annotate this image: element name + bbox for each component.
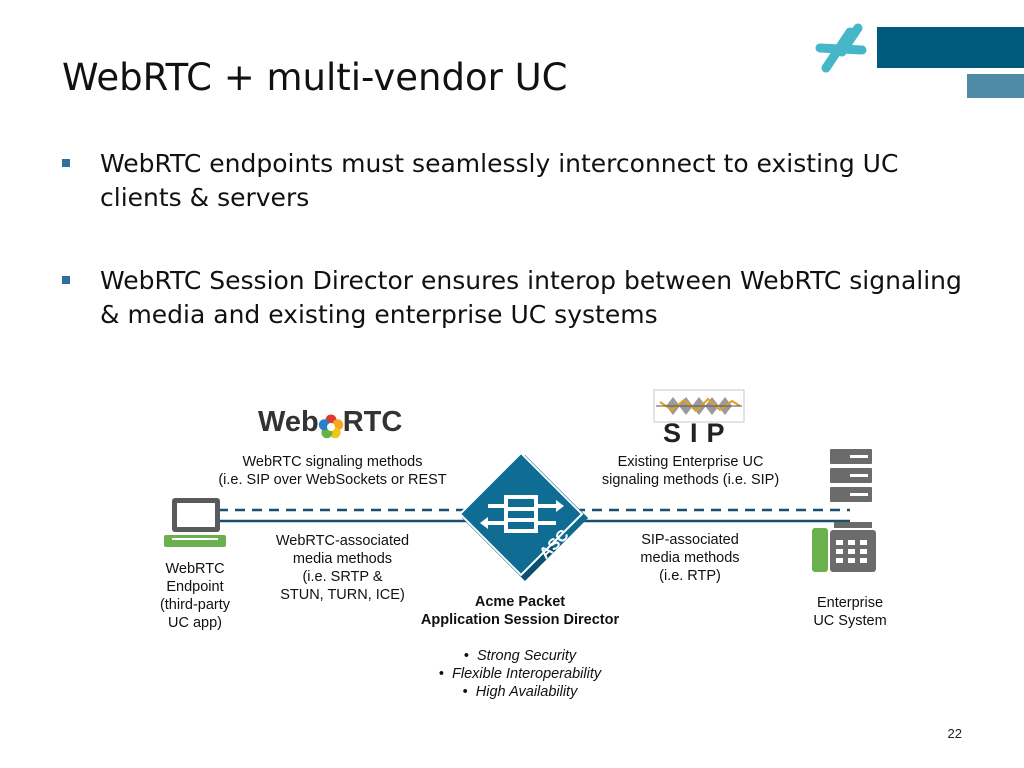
- bullet-square-icon: [62, 276, 70, 284]
- page-number: 22: [947, 726, 962, 741]
- right-media-label: SIP-associated media methods (i.e. RTP): [620, 531, 760, 585]
- label-line: STUN, TURN, ICE): [280, 587, 405, 603]
- feature-item: • Flexible Interoperability: [438, 666, 602, 682]
- brand-asterisk-logo: [815, 23, 867, 73]
- label-line: signaling methods (i.e. SIP): [601, 472, 780, 488]
- label-line: SIP-associated: [641, 532, 739, 548]
- feature-item: • Strong Security: [463, 648, 577, 664]
- feature-item: • High Availability: [462, 684, 578, 700]
- label-line: (third-party: [159, 597, 231, 613]
- endpoint-label: WebRTC Endpoint (third-party UC app): [140, 560, 250, 632]
- director-label: Acme Packet Application Session Director: [380, 593, 660, 629]
- feature-text: High Availability: [475, 684, 578, 700]
- feature-list: • Strong Security • Flexible Interoperab…: [380, 647, 660, 701]
- label-line: Endpoint: [166, 579, 224, 595]
- label-line: Existing Enterprise UC: [617, 454, 764, 470]
- slide-title: WebRTC + multi-vendor UC: [62, 56, 568, 99]
- laptop-icon: [164, 498, 226, 547]
- label-line: media methods: [292, 551, 393, 567]
- label-line: Acme Packet: [474, 594, 566, 610]
- label-line: UC app): [168, 615, 222, 631]
- brand-bar-dark: [877, 27, 1024, 68]
- feature-text: Flexible Interoperability: [452, 666, 602, 682]
- label-line: Application Session Director: [420, 612, 620, 628]
- sip-logo-icon: [653, 389, 745, 423]
- label-line: media methods: [640, 550, 740, 566]
- webrtc-logo-icon: [318, 414, 344, 439]
- label-line: (i.e. RTP): [659, 568, 721, 584]
- sip-logo-text: SIP: [663, 418, 734, 448]
- label-line: UC System: [813, 613, 887, 629]
- left-signaling-label: WebRTC signaling methods (i.e. SIP over …: [200, 453, 465, 489]
- brand-bar-light: [967, 74, 1024, 98]
- label-line: WebRTC signaling methods: [242, 454, 423, 470]
- webrtc-logo-left-text: Web: [258, 406, 319, 438]
- feature-text: Strong Security: [477, 648, 577, 664]
- enterprise-label: Enterprise UC System: [790, 594, 910, 630]
- right-signaling-label: Existing Enterprise UC signaling methods…: [578, 453, 803, 489]
- bullet-square-icon: [62, 159, 70, 167]
- label-line: Enterprise: [816, 595, 884, 611]
- left-media-label: WebRTC-associated media methods (i.e. SR…: [265, 532, 420, 604]
- desk-phone-icon: [812, 522, 876, 572]
- server-icon: [830, 449, 872, 502]
- label-line: WebRTC-associated: [275, 533, 410, 549]
- label-line: WebRTC: [165, 561, 225, 577]
- webrtc-logo: Web RTC: [258, 406, 402, 439]
- webrtc-logo-right-text: RTC: [342, 406, 403, 438]
- asc-diamond-icon: [458, 451, 588, 581]
- label-line: (i.e. SRTP &: [302, 569, 383, 585]
- bullet-text: WebRTC endpoints must seamlessly interco…: [100, 149, 899, 212]
- label-line: (i.e. SIP over WebSockets or REST: [218, 472, 447, 488]
- bullet-text: WebRTC Session Director ensures interop …: [100, 266, 962, 329]
